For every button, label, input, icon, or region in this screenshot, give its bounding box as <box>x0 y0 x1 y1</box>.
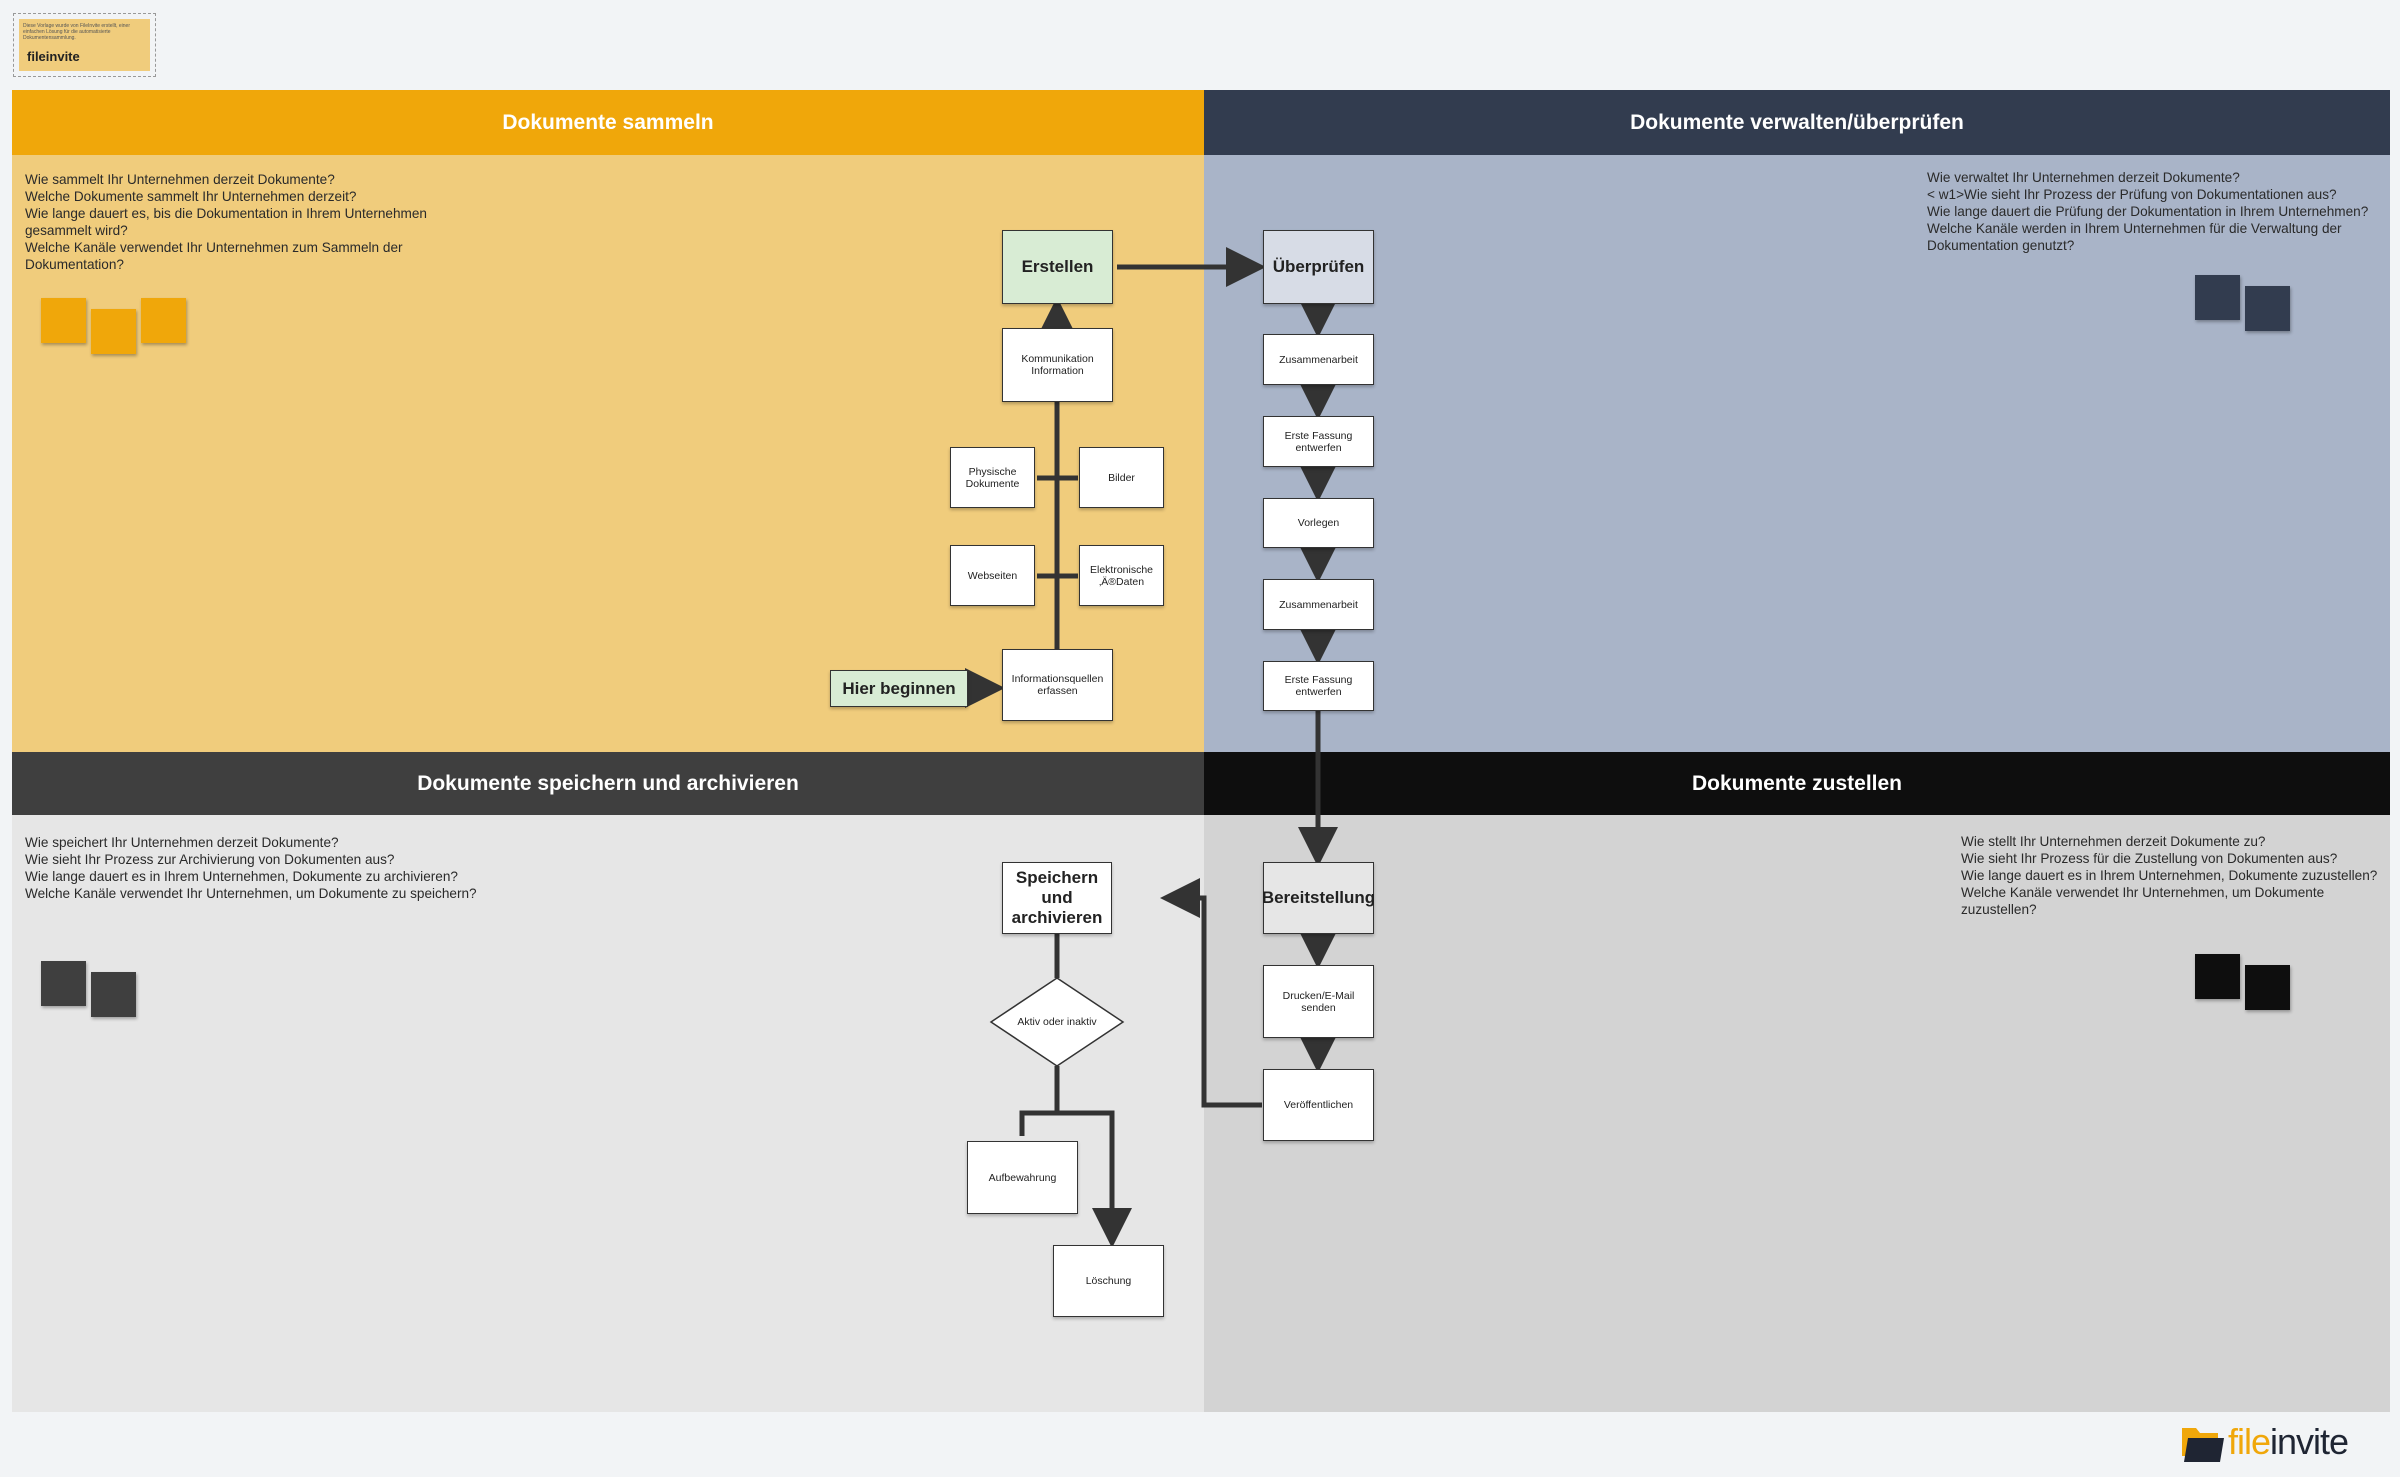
node-decision-shape <box>989 977 1125 1067</box>
deliver-header: Dokumente zustellen <box>1204 752 2390 815</box>
manage-questions: Wie verwaltet Ihr Unternehmen derzeit Do… <box>1927 170 2369 253</box>
node-draft-2: Erste Fassung entwerfen <box>1263 661 1374 711</box>
node-provide: Bereitstellung <box>1262 862 1375 934</box>
deliver-questions: Wie stellt Ihr Unternehmen derzeit Dokum… <box>1961 834 2378 917</box>
node-submit: Vorlegen <box>1263 498 1374 548</box>
sticky-note <box>141 298 186 343</box>
node-decision: Aktiv oder inaktiv <box>1017 1016 1097 1028</box>
manage-header: Dokumente verwalten/überprüfen <box>1204 90 2390 155</box>
fileinvite-logo: file invite <box>2178 1418 2393 1466</box>
sticky-note <box>41 298 86 343</box>
sticky-note <box>91 309 136 354</box>
logo-invite: invite <box>2270 1421 2349 1462</box>
sticky-note <box>91 972 136 1017</box>
node-draft-1: Erste Fassung entwerfen <box>1263 416 1374 467</box>
node-deletion: Löschung <box>1053 1245 1164 1317</box>
logo-file: file <box>2228 1421 2271 1462</box>
node-physical: Physische Dokumente <box>950 447 1035 508</box>
sticky-note <box>2245 965 2290 1010</box>
node-create: Erstellen <box>1002 230 1113 304</box>
node-communication: Kommunikation Information <box>1002 328 1113 402</box>
node-collab-1: Zusammenarbeit <box>1263 334 1374 385</box>
node-store: Speichern und archivieren <box>1002 862 1112 934</box>
node-capture: Informationsquellen erfassen <box>1002 649 1113 721</box>
node-images: Bilder <box>1079 447 1164 508</box>
template-note-brand: fileinvite <box>27 49 80 64</box>
sticky-note <box>2195 275 2240 320</box>
template-note: Diese Vorlage wurde von FileInvite erste… <box>13 13 156 77</box>
node-print: Drucken/E-Mail senden <box>1263 965 1374 1038</box>
deliver-area <box>1204 815 2390 1412</box>
node-electronic: Elektronische ‚Ä®Daten <box>1079 545 1164 606</box>
store-questions: Wie speichert Ihr Unternehmen derzeit Do… <box>25 835 477 901</box>
manage-area <box>1204 155 2390 752</box>
node-start: Hier beginnen <box>830 670 968 707</box>
sticky-note <box>41 961 86 1006</box>
template-note-card: Diese Vorlage wurde von FileInvite erste… <box>19 19 150 71</box>
node-websites: Webseiten <box>950 545 1035 606</box>
store-header: Dokumente speichern und archivieren <box>12 752 1204 815</box>
collect-questions: Wie sammelt Ihr Unternehmen derzeit Doku… <box>25 172 427 272</box>
sticky-note <box>2195 954 2240 999</box>
sticky-note <box>2245 286 2290 331</box>
node-publish: Veröffentlichen <box>1263 1069 1374 1141</box>
folder-icon <box>2182 1428 2224 1462</box>
collect-header: Dokumente sammeln <box>12 90 1204 155</box>
node-retention: Aufbewahrung <box>967 1141 1078 1214</box>
node-review: Überprüfen <box>1263 230 1374 304</box>
node-collab-2: Zusammenarbeit <box>1263 579 1374 630</box>
template-note-text: Diese Vorlage wurde von FileInvite erste… <box>23 23 130 41</box>
